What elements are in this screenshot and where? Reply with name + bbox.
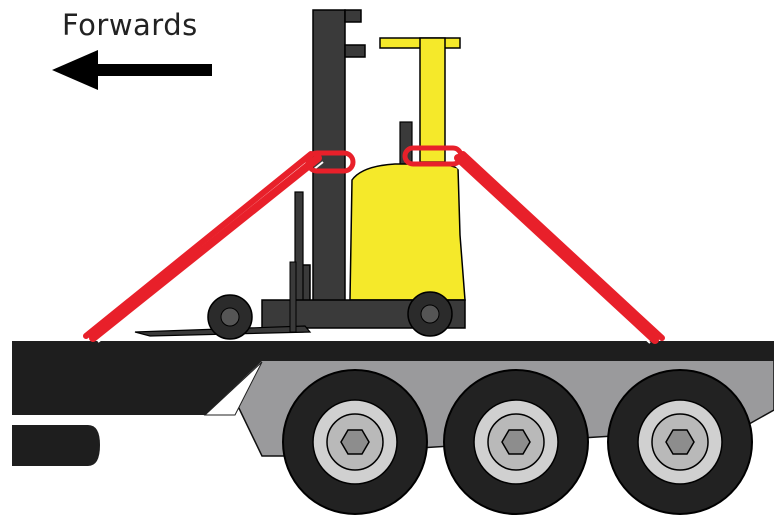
arrow-left-icon	[52, 50, 212, 90]
forklift-mast-bracket	[345, 45, 365, 57]
forklift-fork-leg	[290, 262, 296, 332]
forklift-overhead-guard-post	[420, 38, 445, 162]
trailer-deck	[12, 341, 774, 361]
trailer-wheel	[444, 370, 588, 514]
trailer-wheel	[283, 370, 427, 514]
forklift-body	[350, 164, 465, 300]
trailer-wheel	[608, 370, 752, 514]
forklift-mast-top	[345, 10, 361, 22]
trailer-bumper	[12, 425, 100, 466]
